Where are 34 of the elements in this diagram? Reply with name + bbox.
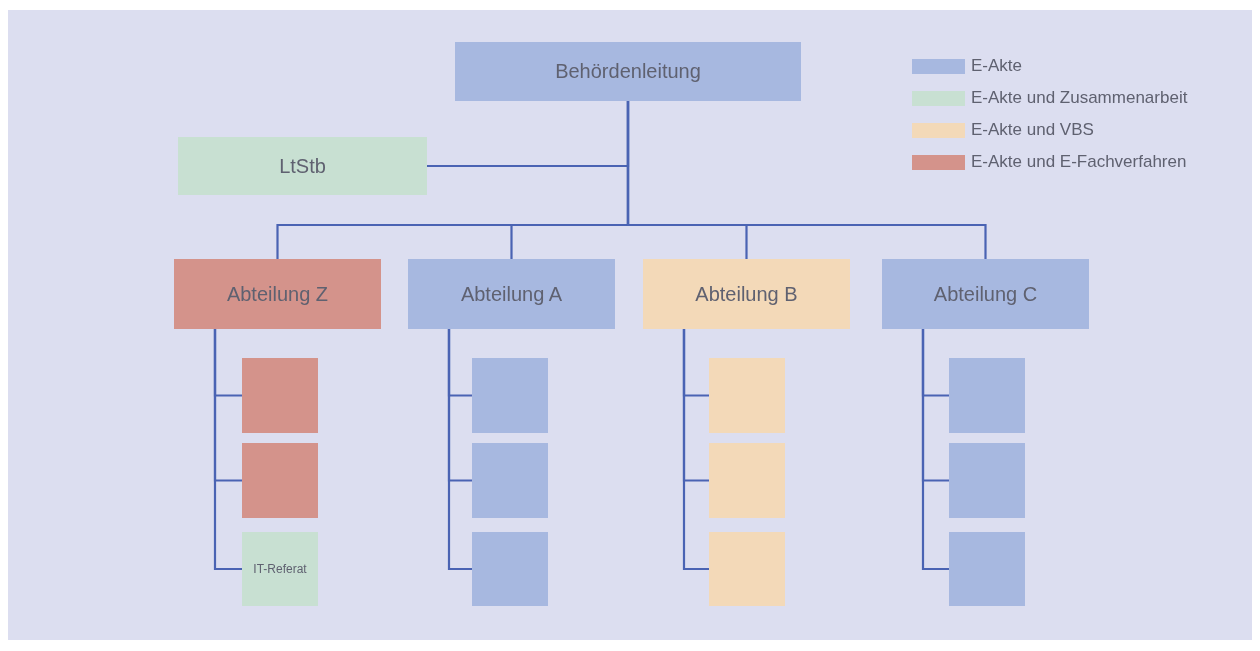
connector-line [921, 329, 949, 571]
legend-label: E-Akte und E-Fachverfahren [971, 152, 1187, 172]
empty-unit-box [949, 443, 1025, 518]
unit-label: Abteilung B [695, 282, 798, 306]
empty-unit-box [709, 358, 785, 433]
connector-line [682, 329, 709, 571]
unit-box [882, 259, 1089, 329]
unit-box [174, 259, 381, 329]
empty-unit-box [472, 358, 548, 433]
legend-label: E-Akte [971, 56, 1023, 76]
unit-label: LtStb [279, 154, 326, 178]
unit-label: Abteilung Z [226, 282, 329, 306]
empty-unit-box [949, 358, 1025, 433]
unit-box [242, 532, 318, 606]
unit-box [643, 259, 850, 329]
connector-line [447, 329, 472, 571]
unit-label: Behördenleitung [555, 60, 701, 83]
empty-unit-box [709, 443, 785, 518]
unit-label: Abteilung C [933, 282, 1038, 306]
unit-box [178, 137, 427, 195]
empty-unit-box [242, 358, 318, 433]
empty-unit-box [472, 532, 548, 606]
connector-line [626, 101, 987, 259]
empty-unit-box [949, 532, 1025, 606]
empty-unit-box [709, 532, 785, 606]
connector-line [213, 329, 242, 571]
legend-label: E-Akte und Zusammenarbeit [971, 88, 1188, 108]
unit-label: IT-Referat [253, 562, 307, 576]
empty-unit-box [472, 443, 548, 518]
unit-box [408, 259, 615, 329]
unit-label: Abteilung A [460, 282, 563, 306]
unit-box [455, 42, 801, 101]
legend-label: E-Akte und VBS [971, 120, 1094, 140]
empty-unit-box [242, 443, 318, 518]
